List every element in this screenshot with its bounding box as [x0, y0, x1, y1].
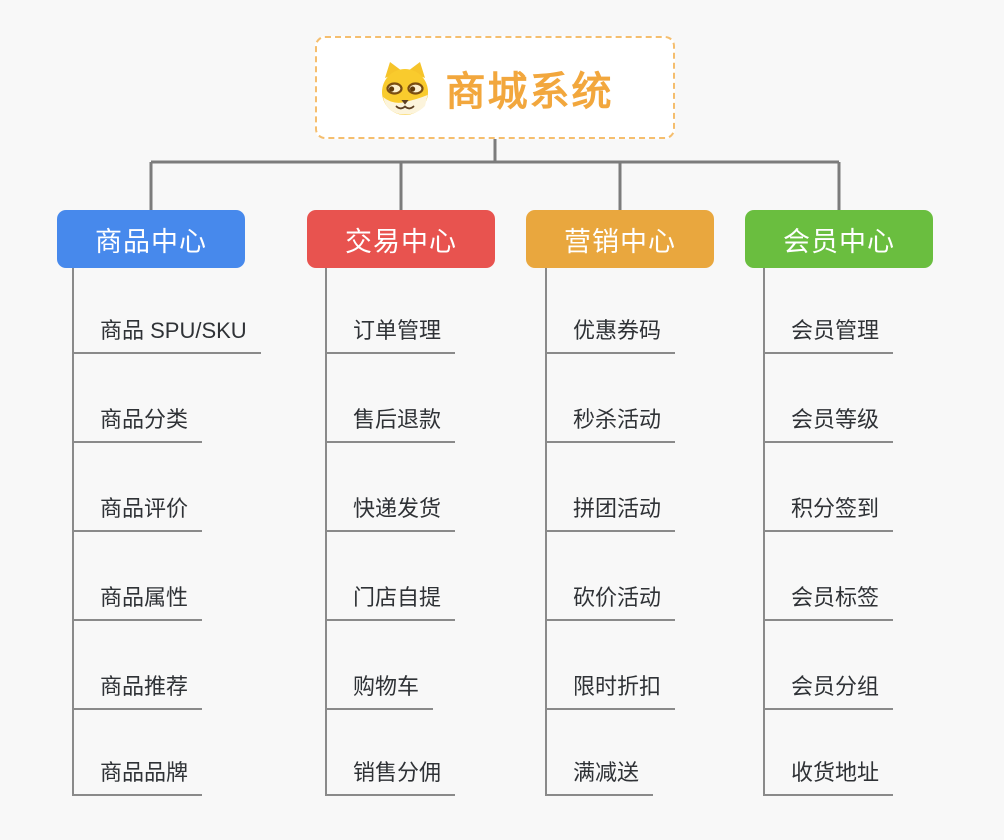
- marketing-center-item[interactable]: 限时折扣: [547, 621, 676, 710]
- product-center-item[interactable]: 商品 SPU/SKU: [74, 268, 261, 354]
- member-center-item[interactable]: 收货地址: [765, 710, 894, 796]
- marketing-center-item[interactable]: 优惠券码: [547, 268, 676, 354]
- product-center-item[interactable]: 商品评价: [74, 443, 203, 532]
- marketing-center-item[interactable]: 满减送: [547, 710, 654, 796]
- branch-items-marketing-center: 优惠券码 秒杀活动 拼团活动 砍价活动 限时折扣 满减送: [545, 268, 676, 796]
- trade-center-item[interactable]: 订单管理: [327, 268, 456, 354]
- root-title: 商城系统: [445, 69, 614, 114]
- branch-node-member-center[interactable]: 会员中心: [745, 210, 933, 268]
- product-center-item[interactable]: 商品分类: [74, 354, 203, 443]
- member-center-item[interactable]: 会员等级: [765, 354, 894, 443]
- branch-node-marketing-center[interactable]: 营销中心: [526, 210, 714, 268]
- dog-ear-right: [407, 61, 425, 78]
- marketing-center-item[interactable]: 砍价活动: [547, 532, 676, 621]
- member-center-item[interactable]: 积分签到: [765, 443, 894, 532]
- trade-center-item[interactable]: 售后退款: [327, 354, 456, 443]
- product-center-item[interactable]: 商品属性: [74, 532, 203, 621]
- product-center-item[interactable]: 商品推荐: [74, 621, 203, 710]
- branch-items-member-center: 会员管理 会员等级 积分签到 会员标签 会员分组 收货地址: [763, 268, 894, 796]
- marketing-center-item[interactable]: 秒杀活动: [547, 354, 676, 443]
- member-center-item[interactable]: 会员管理: [765, 268, 894, 354]
- branch-node-product-center[interactable]: 商品中心: [57, 210, 245, 268]
- shiba-dog-icon: [377, 59, 433, 117]
- branch-items-product-center: 商品 SPU/SKU 商品分类 商品评价 商品属性 商品推荐 商品品牌: [72, 268, 261, 796]
- product-center-item[interactable]: 商品品牌: [74, 710, 203, 796]
- member-center-item[interactable]: 会员分组: [765, 621, 894, 710]
- branch-items-trade-center: 订单管理 售后退款 快递发货 门店自提 购物车 销售分佣: [325, 268, 456, 796]
- marketing-center-item[interactable]: 拼团活动: [547, 443, 676, 532]
- dog-ear-left: [384, 61, 402, 78]
- trade-center-item[interactable]: 门店自提: [327, 532, 456, 621]
- trade-center-item[interactable]: 购物车: [327, 621, 434, 710]
- root-node[interactable]: 商城系统: [315, 36, 675, 139]
- branch-node-trade-center[interactable]: 交易中心: [307, 210, 495, 268]
- trade-center-item[interactable]: 快递发货: [327, 443, 456, 532]
- trade-center-item[interactable]: 销售分佣: [327, 710, 456, 796]
- member-center-item[interactable]: 会员标签: [765, 532, 894, 621]
